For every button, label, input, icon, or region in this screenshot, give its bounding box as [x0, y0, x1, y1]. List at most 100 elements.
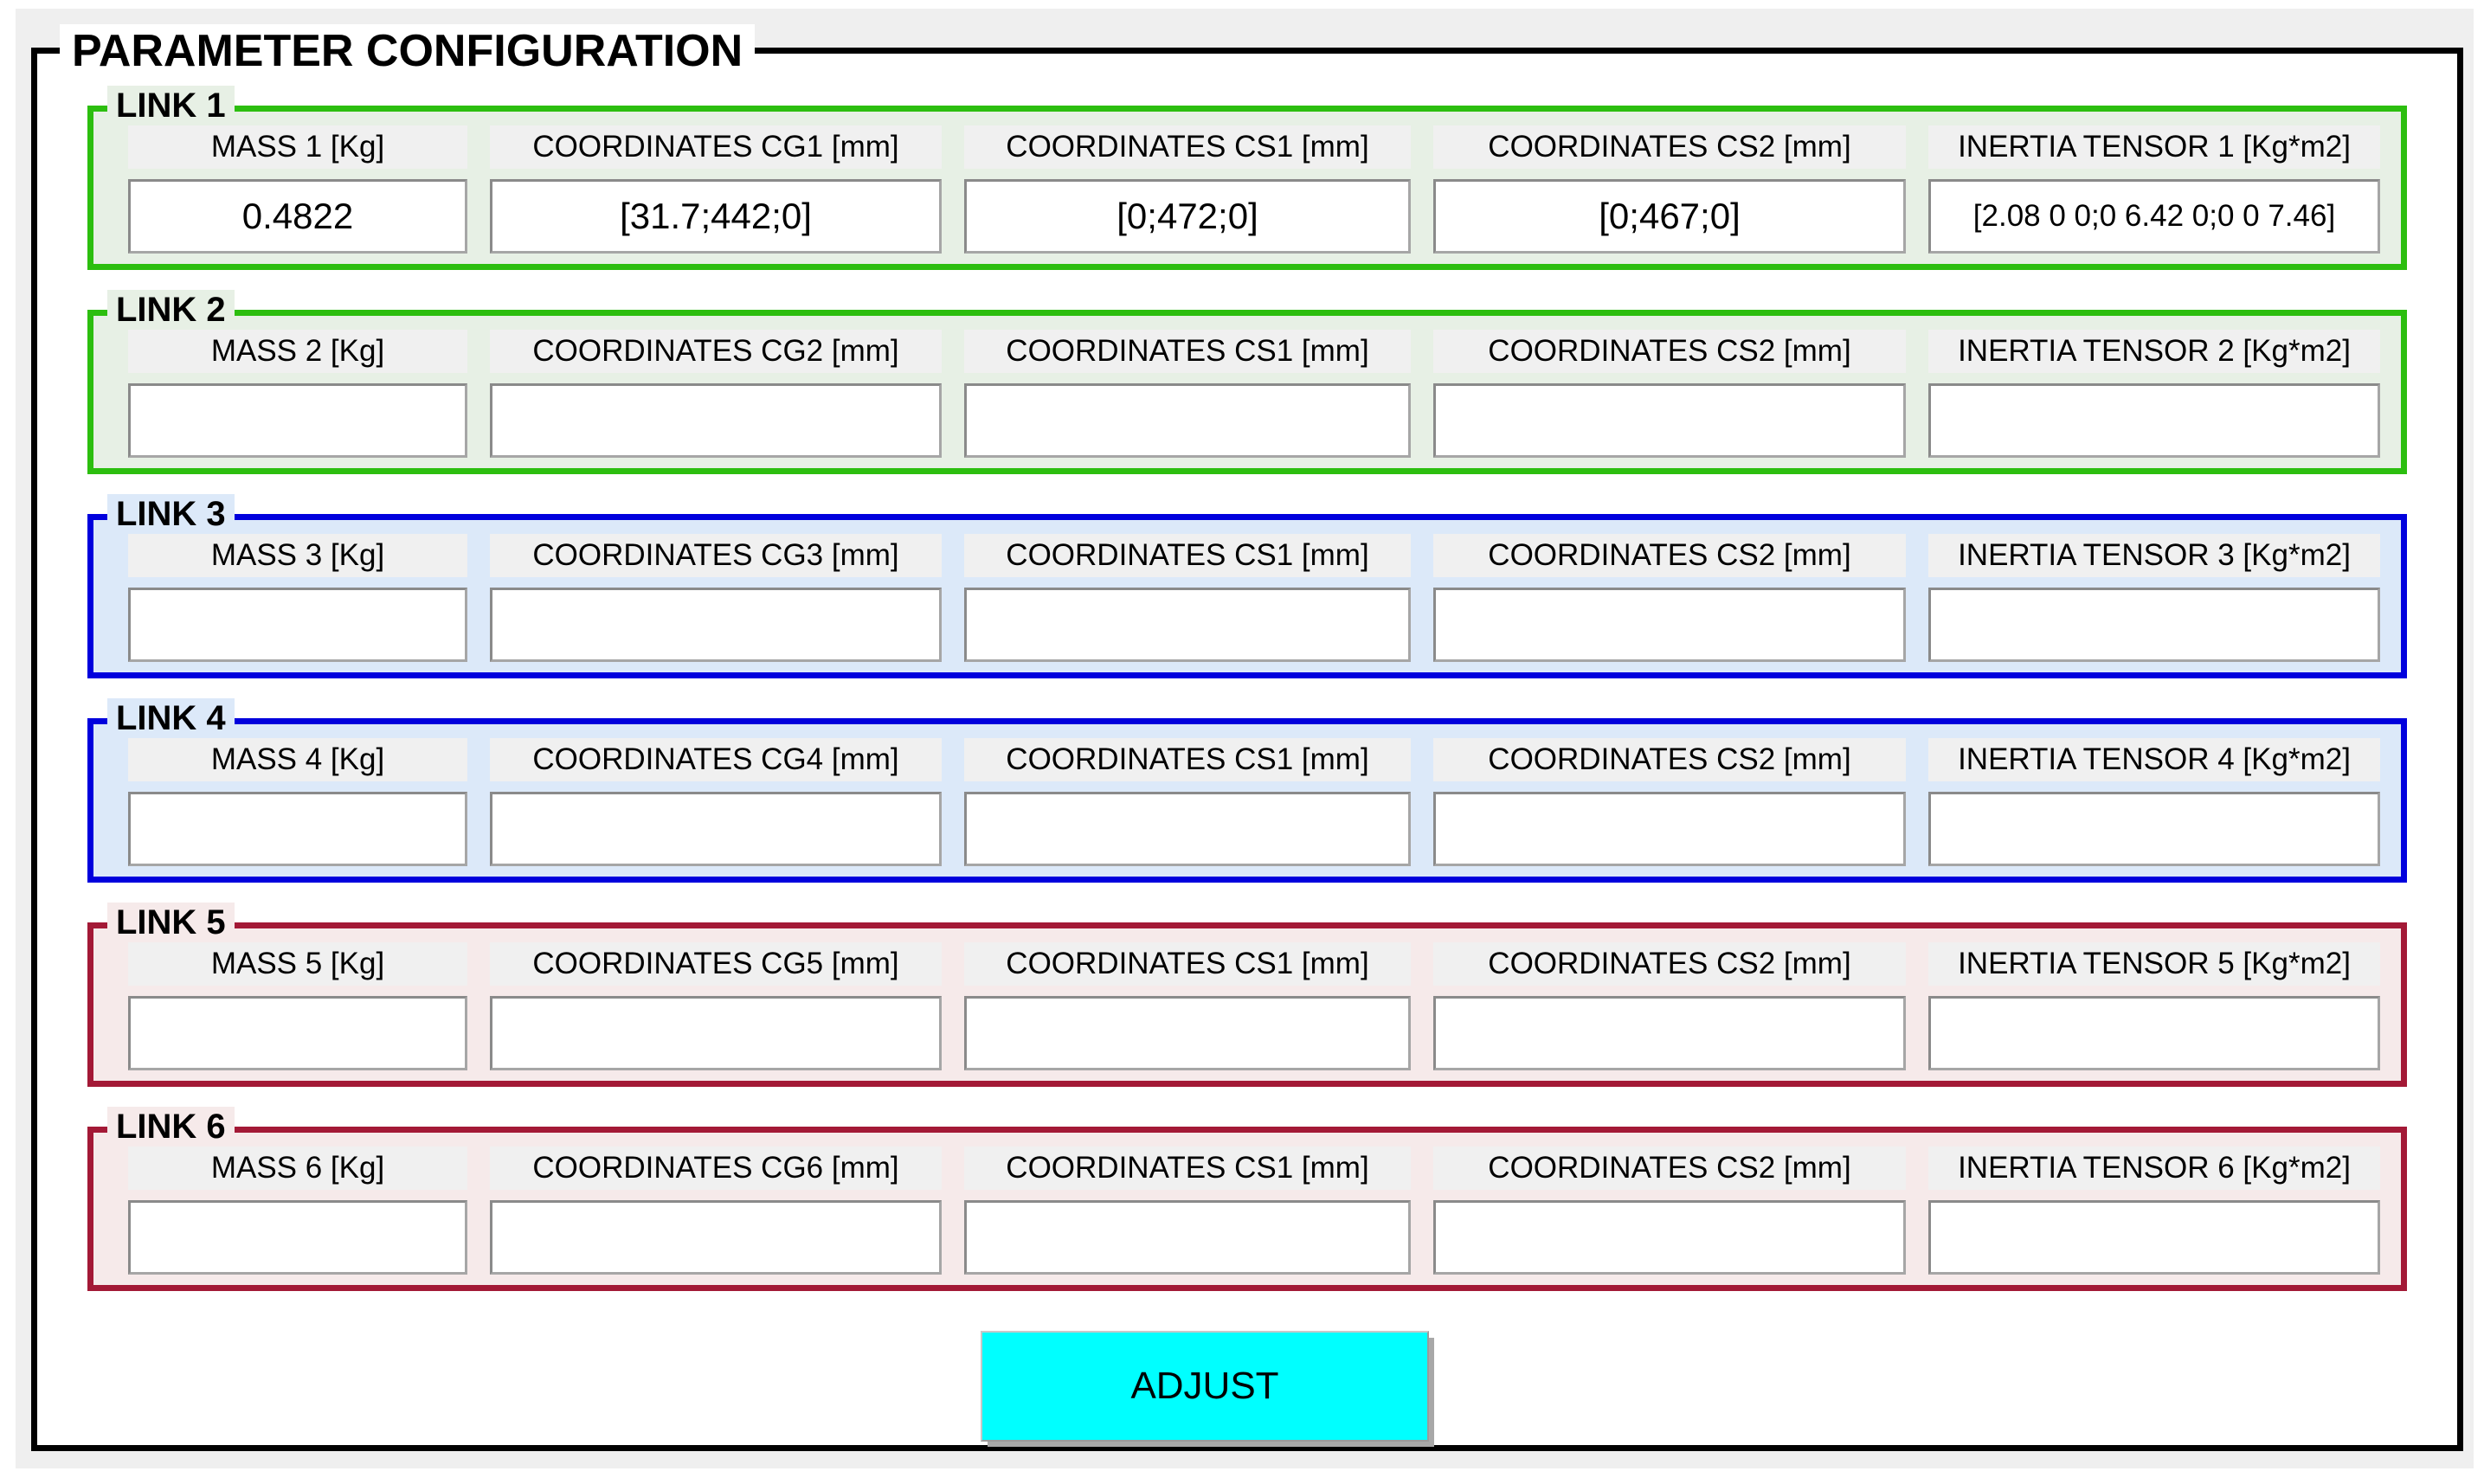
link-4-coordinates-cg-column: COORDINATES CG4 [mm] — [490, 738, 942, 866]
link-6-coordinates-cs1-label: COORDINATES CS1 [mm] — [964, 1147, 1411, 1190]
link-1-coordinates-cg-column: COORDINATES CG1 [mm] — [490, 125, 942, 254]
link-2-mass-input[interactable] — [128, 383, 467, 458]
link-3-coordinates-cg-column: COORDINATES CG3 [mm] — [490, 534, 942, 662]
link-1-coordinates-cg-input[interactable] — [490, 179, 942, 254]
link-5-mass-label: MASS 5 [Kg] — [128, 942, 467, 986]
link-4-coordinates-cs2-label: COORDINATES CS2 [mm] — [1433, 738, 1906, 781]
link-6-coordinates-cg-column: COORDINATES CG6 [mm] — [490, 1147, 942, 1275]
link-3-coordinates-cg-input[interactable] — [490, 588, 942, 662]
link-2-coordinates-cg-input[interactable] — [490, 383, 942, 458]
link-4-mass-input[interactable] — [128, 792, 467, 866]
link-6-caption: LINK 6 — [107, 1107, 235, 1147]
link-2-coordinates-cg-label: COORDINATES CG2 [mm] — [490, 330, 942, 373]
link-5-coordinates-cs2-label: COORDINATES CS2 [mm] — [1433, 942, 1906, 986]
link-3-coordinates-cs1-input[interactable] — [964, 588, 1411, 662]
link-4-coordinates-cg-input[interactable] — [490, 792, 942, 866]
link-4-coordinates-cs2-input[interactable] — [1433, 792, 1906, 866]
link-4-coordinates-cg-label: COORDINATES CG4 [mm] — [490, 738, 942, 781]
link-2-coordinates-cg-column: COORDINATES CG2 [mm] — [490, 330, 942, 458]
link-6-coordinates-cg-input[interactable] — [490, 1200, 942, 1275]
link-1-fields-row: MASS 1 [Kg] COORDINATES CG1 [mm] COORDINAT… — [93, 112, 2401, 254]
link-4-coordinates-cs1-input[interactable] — [964, 792, 1411, 866]
link-3-coordinates-cs2-column: COORDINATES CS2 [mm] — [1433, 534, 1906, 662]
link-5-coordinates-cg-input[interactable] — [490, 996, 942, 1070]
link-5-coordinates-cs1-input[interactable] — [964, 996, 1411, 1070]
link-5-mass-input[interactable] — [128, 996, 467, 1070]
link-5-inertia-tensor-column: INERTIA TENSOR 5 [Kg*m2] — [1928, 942, 2380, 1070]
link-6-mass-label: MASS 6 [Kg] — [128, 1147, 467, 1190]
link-1-coordinates-cs1-column: COORDINATES CS1 [mm] — [964, 125, 1411, 254]
link-3-coordinates-cg-label: COORDINATES CG3 [mm] — [490, 534, 942, 577]
link-3-mass-input[interactable] — [128, 588, 467, 662]
link-6-coordinates-cs2-label: COORDINATES CS2 [mm] — [1433, 1147, 1906, 1190]
link-1-coordinates-cs1-input[interactable] — [964, 179, 1411, 254]
link-5-fields-row: MASS 5 [Kg] COORDINATES CG5 [mm] COORDINAT… — [93, 928, 2401, 1070]
link-5-coordinates-cg-column: COORDINATES CG5 [mm] — [490, 942, 942, 1070]
link-6-coordinates-cg-label: COORDINATES CG6 [mm] — [490, 1147, 942, 1190]
link-3-inertia-tensor-column: INERTIA TENSOR 3 [Kg*m2] — [1928, 534, 2380, 662]
link-3-coordinates-cs2-label: COORDINATES CS2 [mm] — [1433, 534, 1906, 577]
link-3-inertia-tensor-label: INERTIA TENSOR 3 [Kg*m2] — [1928, 534, 2380, 577]
link-1-inertia-tensor-input[interactable] — [1928, 179, 2380, 254]
link-2-inertia-tensor-column: INERTIA TENSOR 2 [Kg*m2] — [1928, 330, 2380, 458]
link-1-coordinates-cs1-label: COORDINATES CS1 [mm] — [964, 125, 1411, 169]
link-2-coordinates-cs1-column: COORDINATES CS1 [mm] — [964, 330, 1411, 458]
link-1-coordinates-cs2-label: COORDINATES CS2 [mm] — [1433, 125, 1906, 169]
link-4-inertia-tensor-column: INERTIA TENSOR 4 [Kg*m2] — [1928, 738, 2380, 866]
link-1-coordinates-cs2-column: COORDINATES CS2 [mm] — [1433, 125, 1906, 254]
link-1-inertia-tensor-label: INERTIA TENSOR 1 [Kg*m2] — [1928, 125, 2380, 169]
link-5-caption: LINK 5 — [107, 903, 235, 942]
link-3-coordinates-cs2-input[interactable] — [1433, 588, 1906, 662]
link-6-inertia-tensor-label: INERTIA TENSOR 6 [Kg*m2] — [1928, 1147, 2380, 1190]
link-6-inertia-tensor-column: INERTIA TENSOR 6 [Kg*m2] — [1928, 1147, 2380, 1275]
link-4-fields-row: MASS 4 [Kg] COORDINATES CG4 [mm] COORDINAT… — [93, 724, 2401, 866]
link-6-fields-row: MASS 6 [Kg] COORDINATES CG6 [mm] COORDINAT… — [93, 1133, 2401, 1275]
link-6-coordinates-cs2-input[interactable] — [1433, 1200, 1906, 1275]
link-6-mass-column: MASS 6 [Kg] — [128, 1147, 467, 1275]
link-1-inertia-tensor-column: INERTIA TENSOR 1 [Kg*m2] — [1928, 125, 2380, 254]
link-1-mass-column: MASS 1 [Kg] — [128, 125, 467, 254]
link-1-mass-input[interactable] — [128, 179, 467, 254]
link-4-coordinates-cs1-label: COORDINATES CS1 [mm] — [964, 738, 1411, 781]
link-1-coordinates-cs2-input[interactable] — [1433, 179, 1906, 254]
link-6-inertia-tensor-input[interactable] — [1928, 1200, 2380, 1275]
link-5-inertia-tensor-label: INERTIA TENSOR 5 [Kg*m2] — [1928, 942, 2380, 986]
link-6-coordinates-cs1-column: COORDINATES CS1 [mm] — [964, 1147, 1411, 1275]
link-4-inertia-tensor-input[interactable] — [1928, 792, 2380, 866]
link-3-mass-column: MASS 3 [Kg] — [128, 534, 467, 662]
link-4-mass-column: MASS 4 [Kg] — [128, 738, 467, 866]
link-6-coordinates-cs2-column: COORDINATES CS2 [mm] — [1433, 1147, 1906, 1275]
link-1-coordinates-cg-label: COORDINATES CG1 [mm] — [490, 125, 942, 169]
link-5-coordinates-cs2-input[interactable] — [1433, 996, 1906, 1070]
link-4-mass-label: MASS 4 [Kg] — [128, 738, 467, 781]
link-2-mass-label: MASS 2 [Kg] — [128, 330, 467, 373]
link-6-mass-input[interactable] — [128, 1200, 467, 1275]
link-2-inertia-tensor-input[interactable] — [1928, 383, 2380, 458]
link-6-coordinates-cs1-input[interactable] — [964, 1200, 1411, 1275]
link-2-coordinates-cs1-input[interactable] — [964, 383, 1411, 458]
link-2-coordinates-cs2-input[interactable] — [1433, 383, 1906, 458]
link-4-caption: LINK 4 — [107, 698, 235, 738]
link-2-coordinates-cs2-column: COORDINATES CS2 [mm] — [1433, 330, 1906, 458]
link-3-fields-row: MASS 3 [Kg] COORDINATES CG3 [mm] COORDINAT… — [93, 520, 2401, 662]
link-2-mass-column: MASS 2 [Kg] — [128, 330, 467, 458]
adjust-button[interactable]: ADJUST — [981, 1331, 1429, 1442]
link-3-coordinates-cs1-column: COORDINATES CS1 [mm] — [964, 534, 1411, 662]
link-2-fields-row: MASS 2 [Kg] COORDINATES CG2 [mm] COORDINAT… — [93, 316, 2401, 458]
link-1-mass-label: MASS 1 [Kg] — [128, 125, 467, 169]
link-5-inertia-tensor-input[interactable] — [1928, 996, 2380, 1070]
link-3-inertia-tensor-input[interactable] — [1928, 588, 2380, 662]
link-3-mass-label: MASS 3 [Kg] — [128, 534, 467, 577]
link-2-caption: LINK 2 — [107, 290, 235, 330]
link-2-inertia-tensor-label: INERTIA TENSOR 2 [Kg*m2] — [1928, 330, 2380, 373]
link-5-coordinates-cs1-label: COORDINATES CS1 [mm] — [964, 942, 1411, 986]
link-3-caption: LINK 3 — [107, 494, 235, 534]
